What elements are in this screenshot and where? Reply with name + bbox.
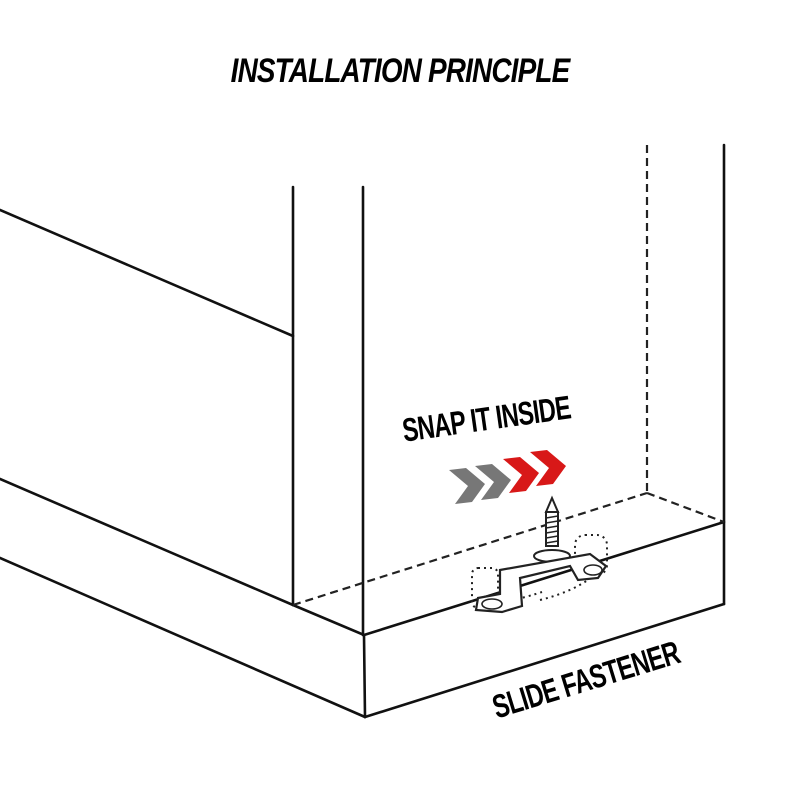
slide-fastener-illustration bbox=[471, 495, 608, 614]
cabinet-hidden-lines bbox=[292, 145, 725, 607]
chevron-right-icon bbox=[449, 468, 485, 504]
chevron-right-icon bbox=[475, 464, 511, 500]
chevron-right-icon bbox=[503, 457, 539, 493]
diagram-title: INSTALLATION PRINCIPLE bbox=[230, 52, 571, 90]
snap-direction-arrows bbox=[449, 450, 566, 504]
cabinet-solid-lines bbox=[0, 143, 726, 719]
chevron-right-icon bbox=[530, 450, 566, 486]
